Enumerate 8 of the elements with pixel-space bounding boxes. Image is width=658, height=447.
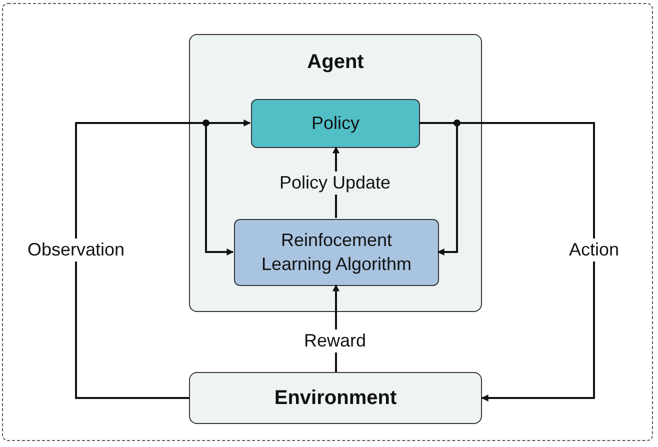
process-box (251, 99, 420, 148)
box-label: Reinfocement Learning Algorithm (260, 229, 413, 276)
box-label: Environment (274, 386, 397, 411)
process-box (234, 219, 439, 286)
box-label: Policy (311, 112, 360, 135)
process-box (189, 372, 482, 424)
agent-panel (189, 34, 482, 312)
panel-heading: Agent (307, 50, 364, 75)
